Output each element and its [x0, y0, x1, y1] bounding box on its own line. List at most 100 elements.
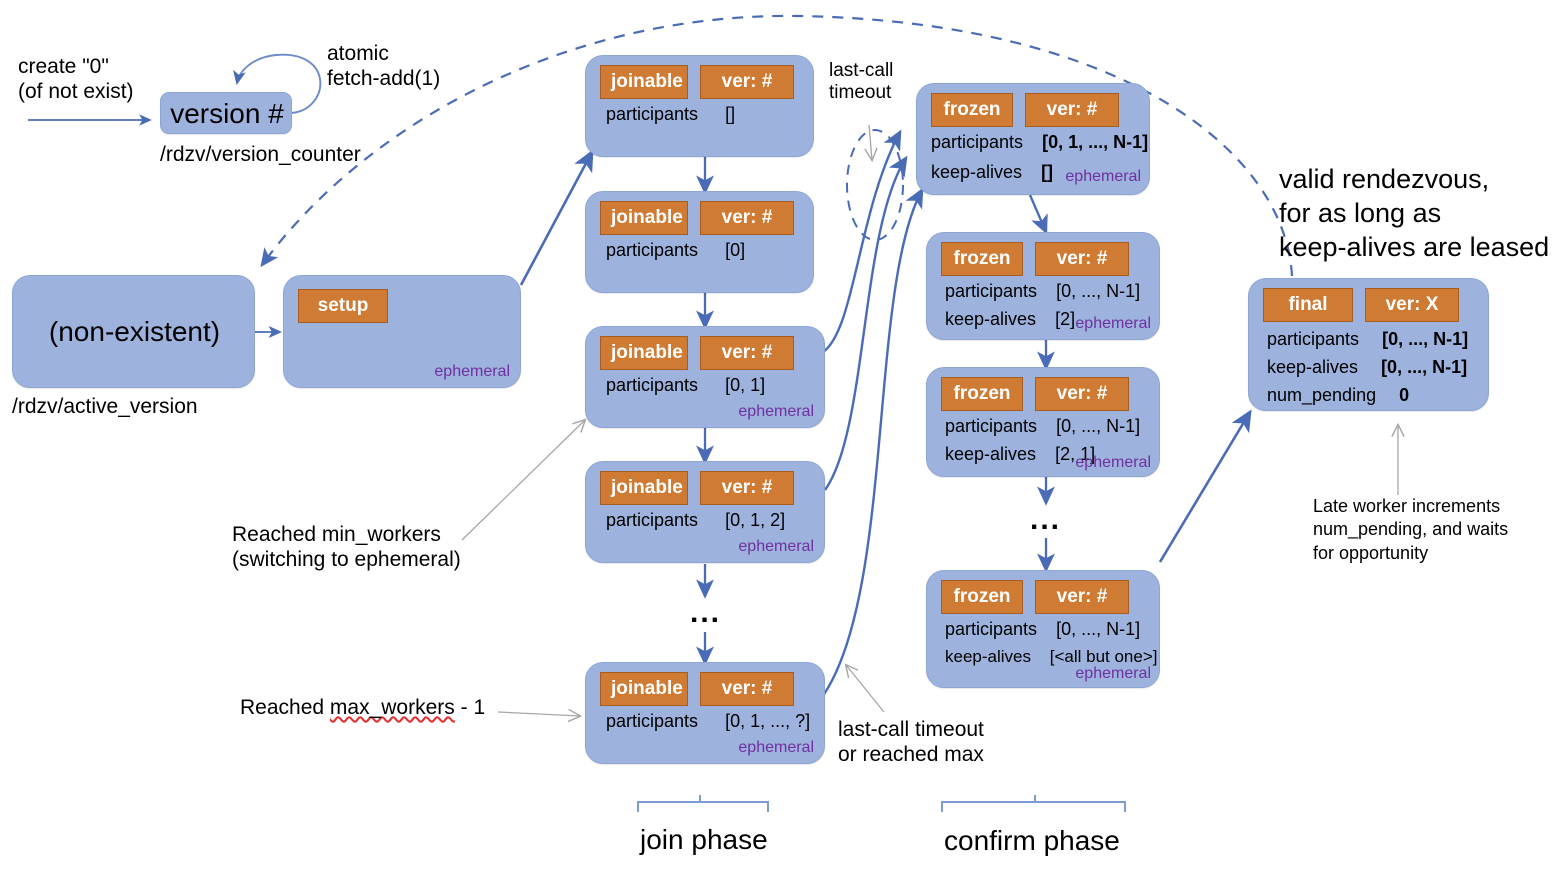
final-tag-row: final ver: X [1263, 288, 1459, 322]
arrow-frozen-1-2 [1028, 194, 1048, 235]
valid-rendezvous-label: valid rendezvous, for as long as keep-al… [1279, 164, 1550, 262]
arrow-last-call-label [869, 124, 872, 160]
tag-frozen: frozen [941, 580, 1023, 614]
row-key: participants [945, 281, 1038, 301]
joinable-state-4: joinable ver: # participants [0, 1, 2] e… [585, 461, 825, 563]
tag-version: ver: # [1035, 377, 1129, 411]
version-counter-path: /rdzv/version_counter [160, 143, 361, 166]
arrow-join5-to-frozen [819, 187, 924, 701]
row-key: participants [606, 104, 699, 124]
frozen-4-ephemeral: ephemeral [1075, 665, 1151, 682]
row-value: [] [1041, 162, 1054, 182]
frozen-state-1: frozen ver: # participants [0, 1, ..., N… [916, 83, 1150, 195]
joinable-3-ephemeral: ephemeral [738, 403, 814, 420]
bracket-confirm-phase [941, 795, 1126, 812]
tag-joinable: joinable [600, 672, 688, 706]
tag-final: final [1263, 288, 1353, 322]
joinable-state-1: joinable ver: # participants [] [585, 55, 814, 157]
final-keepalives: keep-alives [0, ..., N-1] [1267, 357, 1467, 378]
frozen-1-tag-row: frozen ver: # [931, 93, 1119, 127]
arrow-min-workers-callout [461, 420, 585, 541]
frozen-1-participants: participants [0, 1, ..., N-1] [931, 132, 1148, 153]
tag-setup: setup [298, 289, 388, 323]
non-existent-title: (non-existent) [48, 316, 221, 347]
joinable-5-tag-row: joinable ver: # [600, 672, 794, 706]
active-version-path: /rdzv/active_version [12, 395, 198, 418]
row-value: [0, 1, ..., ?] [725, 711, 811, 731]
last-call-or-max-label: last-call timeout or reached max [838, 718, 984, 766]
row-key: num_pending [1267, 385, 1377, 405]
row-key: keep-alives [945, 309, 1037, 329]
final-num-pending: num_pending 0 [1267, 385, 1409, 406]
tag-version: ver: # [1035, 580, 1129, 614]
row-value: [0, ..., N-1] [1056, 281, 1141, 301]
final-state-box: final ver: X participants [0, ..., N-1] … [1248, 278, 1489, 411]
frozen-state-3: frozen ver: # participants [0, ..., N-1]… [926, 367, 1160, 477]
frozen-2-tag-row: frozen ver: # [941, 242, 1129, 276]
joinable-5-ephemeral: ephemeral [738, 739, 814, 756]
row-value: [0, 1, ..., N-1] [1042, 132, 1149, 152]
joinable-2-participants: participants [0] [606, 240, 745, 261]
row-value: [<all but one>] [1049, 647, 1158, 666]
tag-frozen: frozen [941, 377, 1023, 411]
row-value: [0, ..., N-1] [1056, 619, 1141, 639]
tag-joinable: joinable [600, 471, 688, 505]
joinable-4-ephemeral: ephemeral [738, 538, 814, 555]
frozen-2-keepalives: keep-alives [2] [945, 309, 1075, 330]
row-value: [2, 1] [1055, 444, 1096, 464]
row-value: [0, 1] [725, 375, 766, 395]
frozen-4-keepalives: keep-alives [<all but one>] [945, 647, 1158, 667]
tag-joinable: joinable [600, 336, 688, 370]
frozen-4-participants: participants [0, ..., N-1] [945, 619, 1140, 640]
frozen-1-ephemeral: ephemeral [1065, 168, 1141, 185]
row-value: 0 [1399, 385, 1410, 405]
joinable-state-2: joinable ver: # participants [0] [585, 191, 814, 293]
arrow-frozen-to-final [1158, 409, 1252, 563]
joinable-3-participants: participants [0, 1] [606, 375, 765, 396]
version-counter-title: version # [170, 98, 284, 129]
last-call-timeout-ellipse [846, 129, 904, 241]
frozen-3-tag-row: frozen ver: # [941, 377, 1129, 411]
late-worker-label: Late worker increments num_pending, and … [1313, 496, 1509, 563]
row-key: participants [606, 240, 699, 260]
joinable-1-participants: participants [] [606, 104, 735, 125]
max-workers-prefix: Reached [240, 696, 330, 719]
row-key: participants [931, 132, 1024, 152]
create-zero-label: create "0" (of not exist) [18, 55, 134, 103]
bracket-join-phase [637, 795, 769, 812]
tag-frozen: frozen [931, 93, 1013, 127]
join-phase-ellipsis: ... [690, 596, 722, 629]
joinable-4-tag-row: joinable ver: # [600, 471, 794, 505]
row-value: [0] [725, 240, 746, 260]
final-participants: participants [0, ..., N-1] [1267, 329, 1468, 350]
setup-state-box: setup ephemeral [283, 275, 521, 388]
setup-tag-row: setup [298, 289, 388, 323]
arrow-setup-to-joinable [519, 149, 594, 286]
row-value: [0, 1, 2] [725, 510, 786, 530]
last-call-timeout-label: last-call timeout [829, 60, 894, 104]
row-key: keep-alives [931, 162, 1023, 182]
tag-joinable: joinable [600, 201, 688, 235]
row-key: participants [606, 510, 699, 530]
arrow-join3-to-frozen [822, 129, 902, 353]
row-key: participants [606, 711, 699, 731]
confirm-phase-ellipsis: ... [1030, 503, 1062, 536]
arrow-last-call-or-max-callout [846, 665, 885, 713]
frozen-3-ephemeral: ephemeral [1075, 454, 1151, 471]
atomic-fetch-add-label: atomic fetch-add(1) [327, 42, 441, 90]
arrow-max-workers-callout [497, 712, 580, 716]
frozen-4-tag-row: frozen ver: # [941, 580, 1129, 614]
setup-ephemeral-label: ephemeral [434, 363, 510, 380]
tag-version: ver: # [1035, 242, 1129, 276]
tag-version: ver: # [700, 336, 794, 370]
tag-version: ver: # [700, 471, 794, 505]
row-key: participants [606, 375, 699, 395]
tag-joinable: joinable [600, 65, 688, 99]
tag-frozen: frozen [941, 242, 1023, 276]
joinable-5-participants: participants [0, 1, ..., ?] [606, 711, 810, 732]
row-value: [2] [1055, 309, 1076, 329]
row-key: participants [945, 416, 1038, 436]
row-key: keep-alives [945, 647, 1031, 666]
joinable-4-participants: participants [0, 1, 2] [606, 510, 785, 531]
